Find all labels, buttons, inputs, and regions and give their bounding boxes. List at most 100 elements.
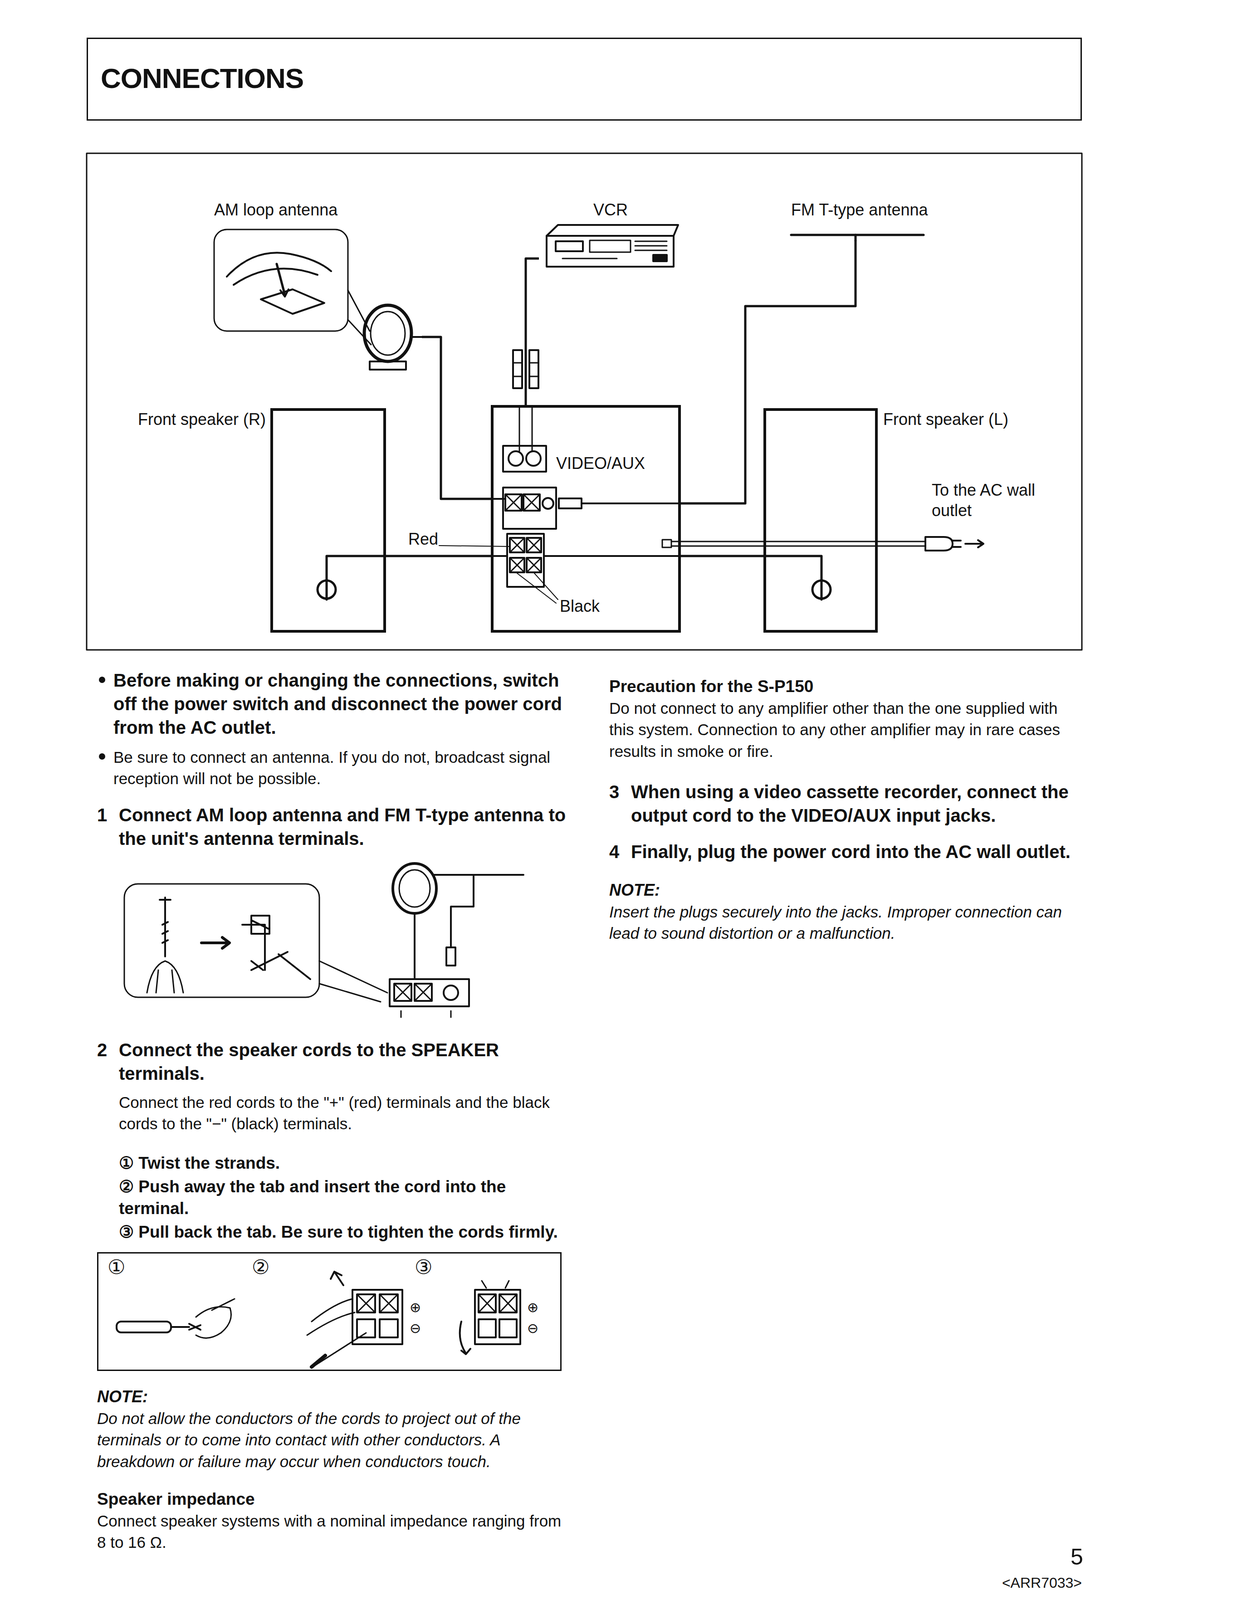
- wiring-steps-drawing: [379, 1294, 398, 1313]
- antenna-terminal-illustration: [251, 952, 311, 980]
- unit-panel: [503, 487, 557, 529]
- step: 4 Finally, plug the power cord into the A…: [609, 840, 1085, 864]
- antenna-terminal-illustration: [414, 983, 432, 1002]
- antenna-terminal-illustration: [443, 985, 459, 1001]
- antenna-terminal-illustration: [446, 947, 456, 966]
- antenna-terminal-illustration: [392, 863, 437, 914]
- callout-number: ①: [107, 1257, 126, 1278]
- bullet-item: Before making or changing the connection…: [97, 668, 569, 740]
- antenna-terminal-illustration: [400, 1011, 451, 1018]
- step-number: 1: [97, 803, 108, 827]
- unit-panel: [503, 445, 547, 472]
- antenna-terminal-illustration: [399, 870, 431, 908]
- unit-panel: [505, 494, 522, 511]
- antenna-terminal-illustration: [319, 961, 388, 1003]
- step-text: Finally, plug the power cord into the AC…: [630, 840, 1085, 864]
- fm-antenna-drawing: [854, 234, 857, 241]
- antenna-terminal-illustration: [394, 983, 412, 1002]
- cable-connector: [525, 258, 539, 406]
- unit-panel: [581, 502, 680, 505]
- power-cord: [662, 537, 984, 551]
- step: 2Connect the speaker cords to the SPEAKE…: [97, 1038, 569, 1086]
- antenna-terminal-illustration: [124, 884, 320, 998]
- wire-color-label: Black: [559, 596, 600, 617]
- step: 3When using a video cassette recorder, c…: [609, 780, 1085, 828]
- wiring-steps-drawing: [116, 1321, 172, 1333]
- warning-text: Before making or changing the connection…: [113, 668, 569, 740]
- wiring-steps-drawing: [499, 1294, 517, 1313]
- wiring-steps-drawing: [98, 1253, 561, 1370]
- unit-panel: [526, 557, 542, 573]
- wiring-steps-drawing: [478, 1319, 496, 1338]
- left-column: Before making or changing the connection…: [97, 668, 569, 1554]
- wiring-steps-drawing: [379, 1319, 398, 1338]
- right-column: Precaution for the S-P150 Do not connect…: [609, 675, 1085, 944]
- section-heading: Speaker impedance: [97, 1488, 569, 1511]
- vcr-drawing: [546, 224, 679, 267]
- step-text: Connect AM loop antenna and FM T-type an…: [118, 803, 569, 851]
- wiring-steps-drawing: [379, 1294, 398, 1313]
- am-antenna-drawing: [411, 336, 422, 338]
- speaker-box: Front speaker (L): [763, 408, 878, 633]
- leader-line: [439, 545, 509, 547]
- node-label: VCR: [538, 199, 683, 221]
- unit-panel: [526, 557, 542, 573]
- antenna-terminal-illustration: [394, 983, 412, 1002]
- power-cord: [925, 537, 953, 551]
- unit-panel: [526, 451, 541, 466]
- node-label: Front speaker (L): [883, 409, 1009, 430]
- unit-panel: [509, 537, 525, 553]
- unit-panel: [509, 537, 525, 553]
- antenna-terminal-illustration: [389, 979, 470, 1007]
- outlet-label: To the AC wall outlet: [931, 479, 1068, 521]
- vcr: VCR: [538, 199, 683, 271]
- antenna-terminal-illustration: [414, 983, 432, 1002]
- note-heading: NOTE:: [97, 1386, 569, 1409]
- step-number: 3: [609, 780, 620, 804]
- unit-panel: [509, 557, 525, 573]
- wiring-steps-drawing: [356, 1319, 376, 1338]
- am-antenna-drawing: [364, 305, 412, 362]
- body-text: Do not connect to any amplifier other th…: [609, 697, 1085, 763]
- unit-panel: [513, 350, 523, 389]
- vcr-drawing: [562, 241, 667, 259]
- step-number: 4: [609, 840, 620, 864]
- wiring-steps-drawing: [499, 1319, 517, 1338]
- am-antenna-drawing: [370, 311, 406, 356]
- antenna-terminal-illustration: [242, 915, 270, 971]
- wiring-steps-drawing: [499, 1294, 517, 1313]
- cable-connector: [680, 240, 856, 504]
- speaker-terminal: [765, 556, 822, 581]
- antenna-terminal-illustration: [413, 913, 416, 980]
- wire-color-label: Red: [408, 528, 439, 550]
- am-antenna-drawing: [260, 289, 325, 314]
- node-label: AM loop antenna: [214, 199, 338, 221]
- antenna-terminal-illustration: [201, 937, 230, 949]
- sub-step: ③ Pull back the tab. Be sure to tighten …: [97, 1221, 569, 1244]
- power-cord: [965, 540, 984, 548]
- power-cord: [671, 541, 926, 547]
- step-body: Connect the red cords to the "+" (red) t…: [97, 1091, 569, 1135]
- unit-panel: [509, 557, 525, 573]
- wiring-steps-drawing: [474, 1290, 521, 1345]
- leader-line: [439, 545, 558, 604]
- speaker-wiring-illustration: ① ② ③ ⊕ ⊖ ⊕ ⊖: [97, 1252, 562, 1372]
- node-label: Front speaker (R): [137, 409, 266, 430]
- unit-panel: [523, 494, 540, 511]
- callout-number: ②: [251, 1257, 270, 1278]
- wiring-steps-drawing: [356, 1294, 376, 1313]
- wiring-steps-drawing: [330, 1271, 344, 1286]
- wiring-steps-drawing: [478, 1294, 496, 1313]
- antenna-terminal-illustration: [115, 856, 569, 1025]
- unit-panel: [492, 350, 680, 587]
- polarity-mark: ⊖: [409, 1321, 421, 1336]
- note-text: Do not allow the conductors of the cords…: [97, 1408, 569, 1473]
- power-cord: [662, 539, 672, 548]
- step: 1 Connect AM loop antenna and FM T-type a…: [97, 803, 569, 851]
- cable-connector: [421, 337, 491, 499]
- cable-connector: [386, 555, 491, 558]
- wiring-steps-drawing: [307, 1299, 367, 1365]
- antenna-terminal-illustration: [146, 961, 184, 993]
- polarity-mark: ⊖: [527, 1321, 539, 1336]
- speaker-terminal: [326, 556, 386, 581]
